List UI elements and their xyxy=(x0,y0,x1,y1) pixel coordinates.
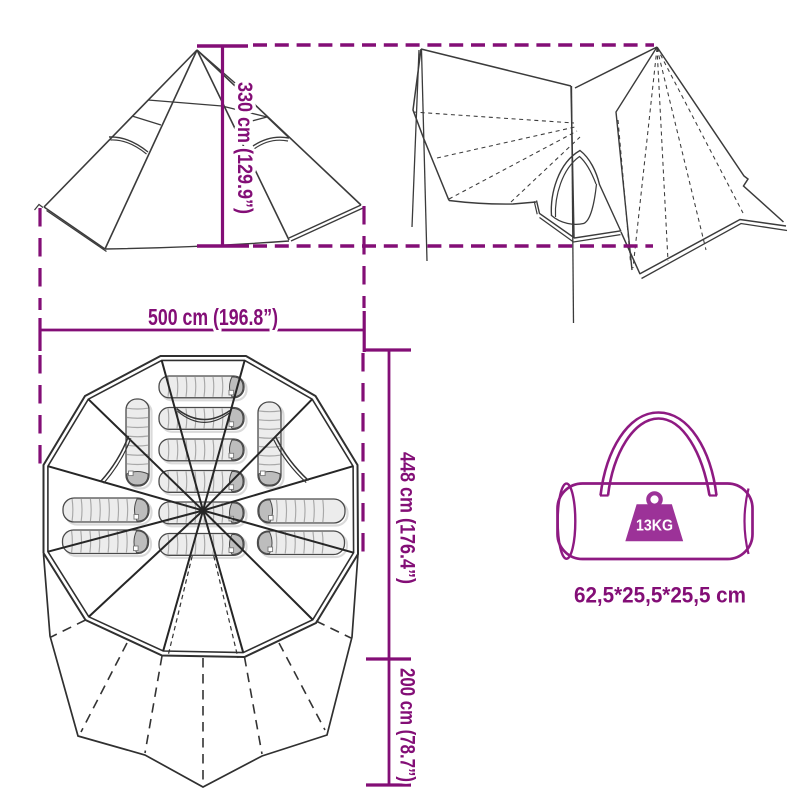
svg-text:200 cm (78.7”): 200 cm (78.7”) xyxy=(396,668,420,782)
svg-text:330 cm (129.9”): 330 cm (129.9”) xyxy=(233,82,257,214)
svg-text:62,5*25,5*25,5 cm: 62,5*25,5*25,5 cm xyxy=(574,583,746,608)
svg-text:500 cm (196.8”): 500 cm (196.8”) xyxy=(148,304,278,330)
svg-text:13KG: 13KG xyxy=(636,518,673,535)
svg-text:448 cm (176.4”): 448 cm (176.4”) xyxy=(396,452,420,584)
